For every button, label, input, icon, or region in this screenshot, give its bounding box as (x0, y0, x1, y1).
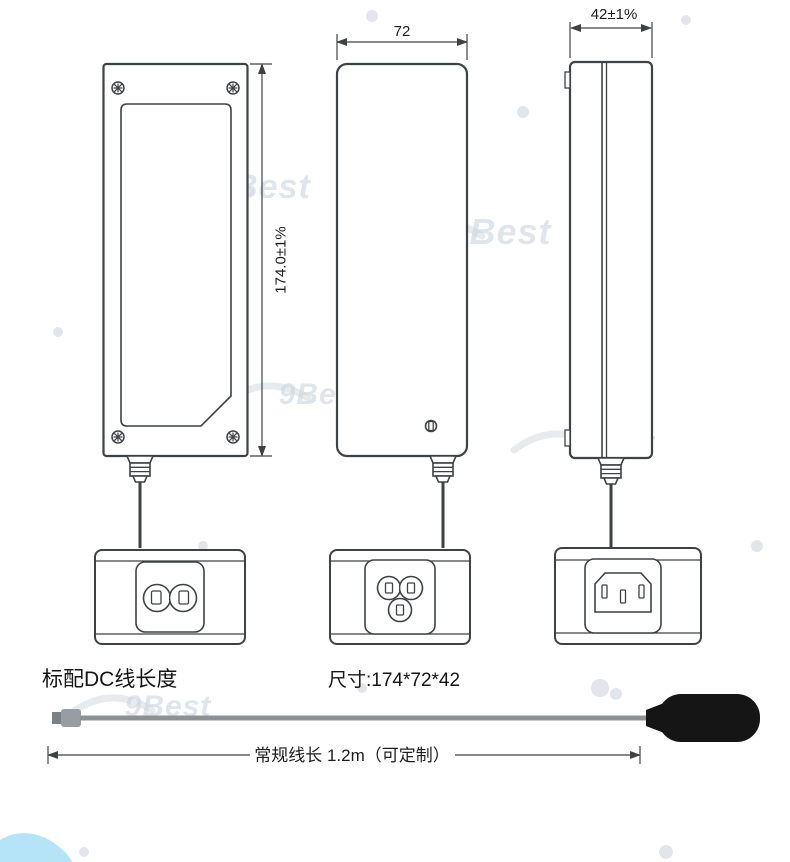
watermark-dot-icon (198, 541, 208, 551)
back-view-body (335, 62, 469, 458)
side-view-latch (564, 71, 571, 89)
watermark-dot-icon (751, 540, 763, 552)
depth-dimension: 42±1% (569, 6, 653, 58)
ac-plug-body (658, 694, 760, 742)
inlet-recess (364, 559, 436, 635)
height-dimension-label: 174.0±1% (273, 226, 290, 293)
screw-icon (111, 430, 125, 444)
c6-socket-icon (376, 575, 424, 623)
watermark-dot-icon (591, 679, 609, 697)
cable-length-label: 常规线长 1.2m（可定制） (254, 746, 450, 765)
watermark-dot-icon (53, 327, 63, 337)
back-view-dc-cable (428, 454, 458, 550)
c14-socket-icon (594, 572, 652, 613)
watermark-dot-icon (659, 845, 673, 859)
side-view (564, 60, 654, 552)
width-dimension-label: 72 (394, 23, 411, 40)
front-view-body (102, 62, 249, 458)
inlet-block-c6 (329, 549, 471, 645)
side-view-body (568, 60, 654, 460)
back-view-screw-hole (424, 419, 438, 433)
side-view-latch (564, 429, 571, 447)
screw-icon (226, 81, 240, 95)
dc-cable-illustration (52, 694, 760, 742)
dc-plug-tip (52, 712, 61, 724)
height-dimension: 174.0±1% (250, 63, 290, 457)
front-view (102, 62, 249, 550)
watermark-dot-icon (366, 10, 378, 22)
c8-socket-icon (142, 583, 198, 613)
inlet-block-c8 (94, 549, 246, 645)
watermark-dot-icon (681, 15, 691, 25)
depth-dimension-label: 42±1% (591, 6, 638, 23)
caption-size-label: 尺寸:174*72*42 (328, 669, 460, 691)
watermark-dot-icon (610, 688, 622, 700)
back-view-screw-slot (428, 420, 434, 432)
back-view (335, 62, 469, 550)
watermark-swoosh-icon (66, 694, 156, 718)
front-view-label-recess (120, 103, 232, 427)
caption-dc-length-title: 标配DC线长度 (42, 668, 177, 691)
front-view-dc-cable (125, 454, 155, 550)
blue-wave-decoration (0, 833, 89, 862)
screw-icon (226, 430, 240, 444)
watermark-dot-icon (517, 106, 529, 118)
cable-length-dimension: 常规线长 1.2m（可定制） (47, 746, 641, 765)
inlet-block-c14 (554, 547, 702, 645)
screw-icon (111, 81, 125, 95)
width-dimension: 72 (336, 23, 468, 60)
watermark-dot-icon (357, 683, 367, 693)
dc-plug-body (61, 709, 81, 727)
side-view-dc-cable (596, 456, 626, 552)
